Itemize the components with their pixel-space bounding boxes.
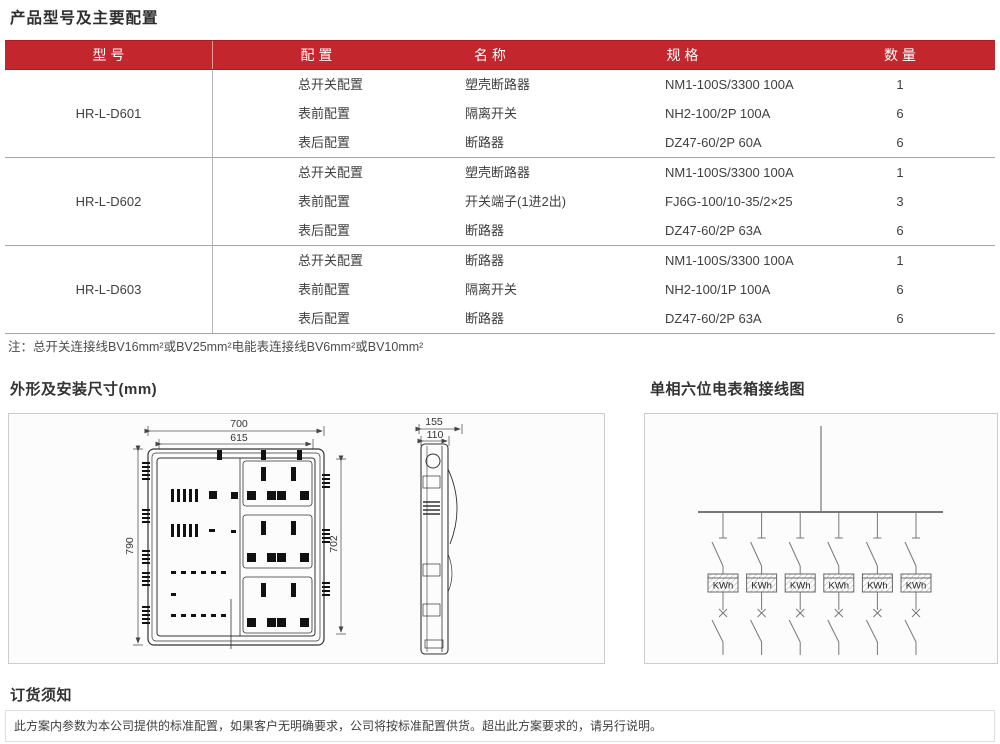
config-cell: 总开关配置	[298, 165, 364, 180]
kwh-meter-label: KWh	[713, 581, 734, 592]
dim-front-height-left: 790	[124, 537, 136, 555]
config-cell: 表后配置	[298, 311, 351, 326]
column-header-config: 配 置	[300, 47, 333, 63]
model-group: HR-L-D601 总开关配置 塑壳断路器 NM1-100S/3300 100A 1 表前…	[5, 70, 995, 158]
kwh-meter-label: KWh	[867, 581, 888, 592]
side-view-profile	[420, 443, 458, 655]
wiring-branch: KWh	[746, 512, 778, 655]
ordering-heading: 订货须知	[10, 687, 73, 704]
page-title: 产品型号及主要配置	[10, 10, 159, 27]
name-cell: 塑壳断路器	[465, 165, 531, 180]
name-cell: 断路器	[465, 135, 505, 150]
config-cell: 总开关配置	[298, 253, 364, 268]
qty-cell: 6	[896, 311, 904, 326]
front-view-box	[147, 448, 325, 649]
spec-cell: NM1-100S/3300 100A	[665, 165, 794, 180]
table-header-row: 型 号 配 置 名 称 规 格 数 量	[5, 40, 995, 70]
qty-cell: 3	[896, 194, 904, 209]
name-cell: 断路器	[465, 223, 505, 238]
wiring-branch: KWh	[784, 512, 816, 655]
qty-cell: 1	[896, 77, 904, 92]
spec-cell: DZ47-60/2P 63A	[665, 223, 762, 238]
model-cell: HR-L-D601	[5, 70, 213, 157]
qty-cell: 6	[896, 106, 904, 121]
config-cell: 表前配置	[298, 194, 351, 209]
wiring-diagram: KWh KWh KWh KWh KWh KWh	[698, 426, 943, 655]
spec-cell: DZ47-60/2P 60A	[665, 135, 762, 150]
config-cell: 表前配置	[298, 282, 351, 297]
kwh-meter-label: KWh	[829, 581, 850, 592]
model-group: HR-L-D602 总开关配置 塑壳断路器 NM1-100S/3300 100A 1 表前…	[5, 158, 995, 246]
qty-cell: 1	[896, 165, 904, 180]
dimensions-panel: 700 615 790 702 155 110	[8, 413, 605, 664]
name-cell: 隔离开关	[465, 282, 518, 297]
config-cell: 表后配置	[298, 223, 351, 238]
wiring-panel: KWh KWh KWh KWh KWh KWh	[644, 413, 998, 664]
spec-cell: NM1-100S/3300 100A	[665, 77, 794, 92]
wiring-branch: KWh	[861, 512, 893, 655]
hinge-marks-left	[142, 462, 150, 624]
model-cell: HR-L-D603	[5, 246, 213, 333]
name-cell: 隔离开关	[465, 106, 518, 121]
spec-cell: NH2-100/2P 100A	[665, 106, 771, 121]
ordering-note-box: 此方案内参数为本公司提供的标准配置，如果客户无明确要求，公司将按标准配置供货。超…	[5, 710, 995, 742]
side-view-dim-lines	[415, 424, 463, 446]
wiring-branch: KWh	[823, 512, 855, 655]
model-cell: HR-L-D602	[5, 158, 213, 245]
name-cell: 开关端子(1进2出)	[465, 194, 567, 209]
qty-cell: 1	[896, 253, 904, 268]
qty-cell: 6	[896, 282, 904, 297]
dimensions-heading: 外形及安装尺寸(mm)	[10, 381, 158, 398]
name-cell: 塑壳断路器	[465, 77, 531, 92]
dim-front-width-outer: 700	[230, 418, 248, 430]
qty-cell: 6	[896, 223, 904, 238]
spec-cell: NM1-100S/3300 100A	[665, 253, 794, 268]
dim-front-width-inner: 615	[230, 432, 248, 444]
wiring-branch: KWh	[900, 512, 932, 655]
column-header-qty: 数 量	[884, 47, 916, 63]
spec-cell: NH2-100/1P 100A	[665, 282, 771, 297]
spec-cell: FJ6G-100/10-35/2×25	[665, 194, 793, 209]
column-header-spec: 规 格	[666, 47, 699, 63]
dimension-drawing	[133, 424, 463, 655]
ordering-note-text: 此方案内参数为本公司提供的标准配置，如果客户无明确要求，公司将按标准配置供货。超…	[14, 719, 663, 733]
dim-side-depth-outer: 155	[425, 416, 443, 428]
front-view-dim-lines	[133, 426, 346, 646]
kwh-meter-label: KWh	[751, 581, 772, 592]
spec-cell: DZ47-60/2P 63A	[665, 311, 762, 326]
config-cell: 表后配置	[298, 135, 351, 150]
name-cell: 断路器	[465, 311, 505, 326]
qty-cell: 6	[896, 135, 904, 150]
kwh-meter-label: KWh	[906, 581, 927, 592]
table-note: 注：总开关连接线BV16mm²或BV25mm²电能表连接线BV6mm²或BV10…	[8, 340, 424, 354]
dim-side-depth-inner: 110	[426, 429, 444, 441]
front-view-details	[142, 450, 330, 627]
kwh-meter-label: KWh	[790, 581, 811, 592]
config-cell: 表前配置	[298, 106, 351, 121]
column-header-name: 名 称	[474, 47, 506, 63]
config-cell: 总开关配置	[298, 77, 364, 92]
branch-group: KWh KWh KWh KWh KWh KWh	[707, 512, 932, 655]
hinge-marks-right	[322, 474, 330, 596]
wiring-branch: KWh	[707, 512, 739, 655]
column-header-model: 型 号	[5, 41, 213, 69]
name-cell: 断路器	[465, 253, 505, 268]
dim-front-height-right: 702	[328, 535, 340, 553]
wiring-heading: 单相六位电表箱接线图	[650, 381, 806, 398]
